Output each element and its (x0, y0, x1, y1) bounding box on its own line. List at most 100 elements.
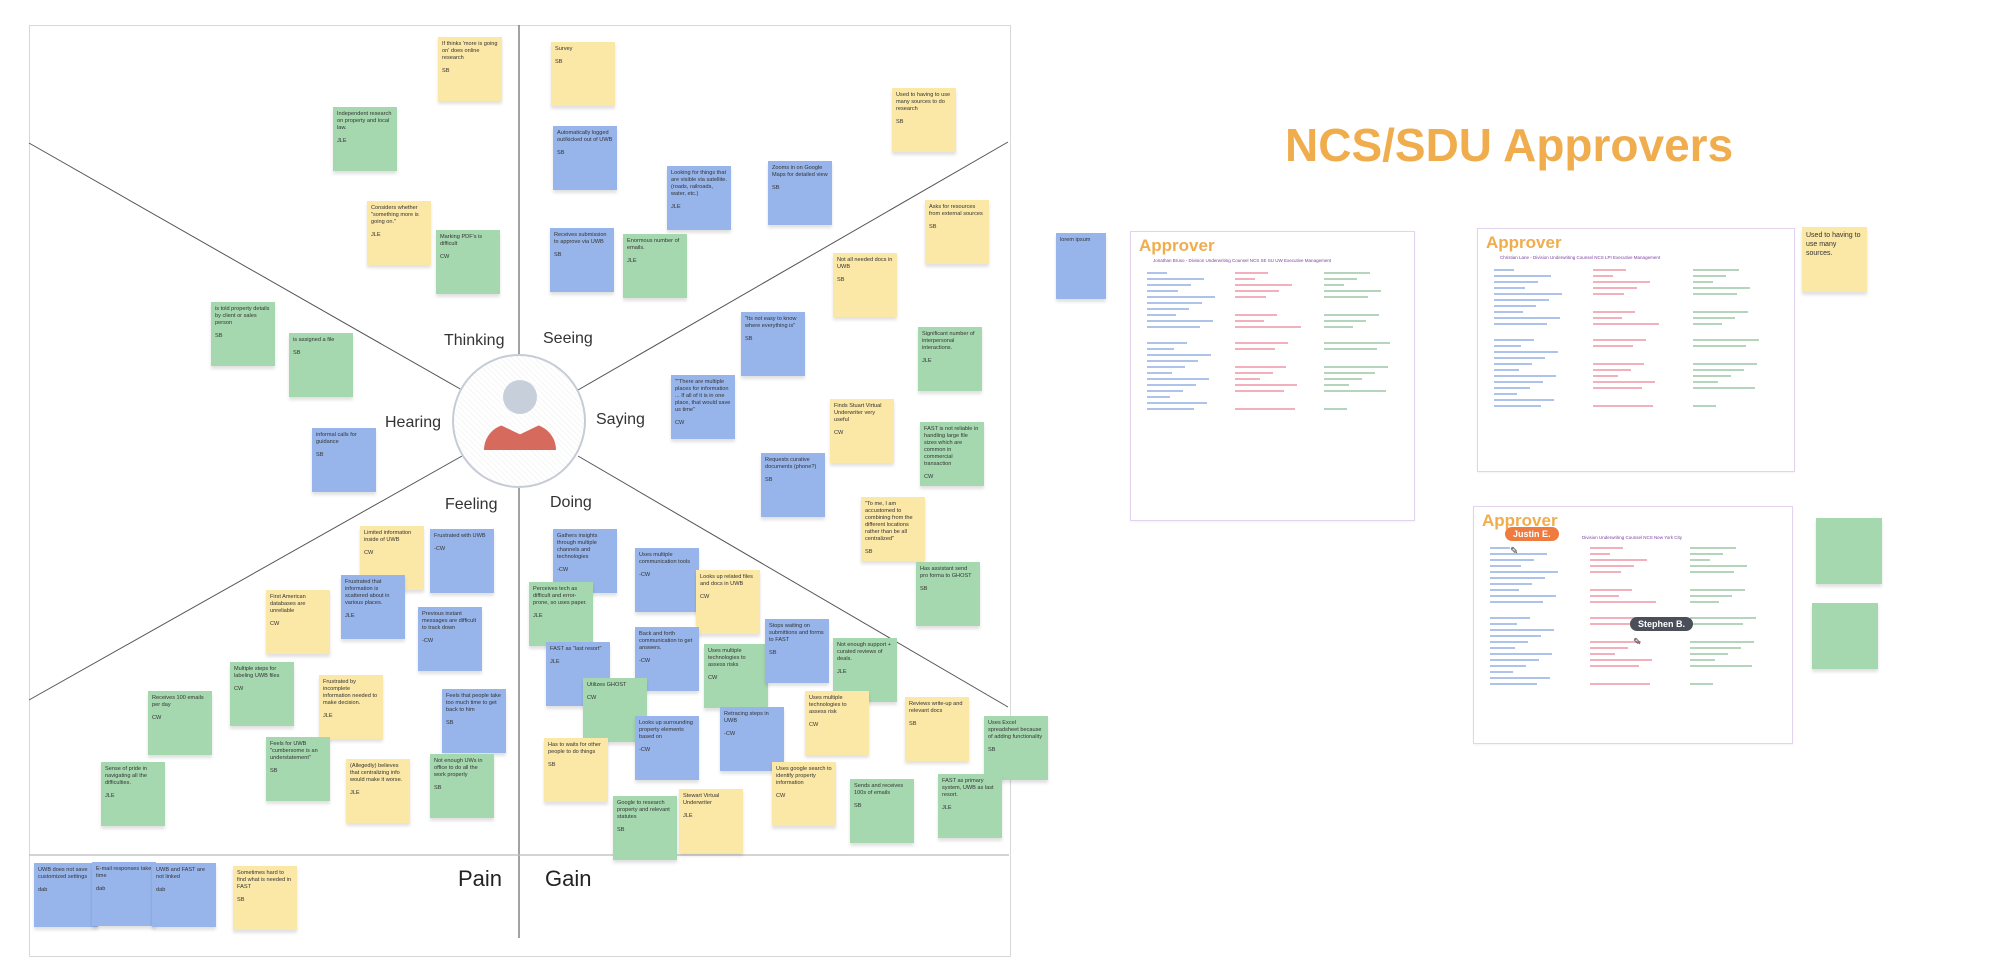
sticky-note[interactable]: is told property details by client or sa… (211, 302, 275, 366)
sticky-note[interactable]: Enormous number of emails.JLE (623, 234, 687, 298)
sticky-note[interactable]: Uses multiple technologies to assess ris… (805, 691, 869, 755)
card-text-line (1490, 629, 1554, 631)
card-text-line (1147, 348, 1174, 350)
sticky-note[interactable]: (Allegedly) believes that centralizing i… (346, 759, 410, 823)
sticky-note[interactable]: Requests curative documents (phone?)SB (761, 453, 825, 517)
sticky-note[interactable]: Looking for things that are visible via … (667, 166, 731, 230)
note-author: CW (924, 474, 934, 480)
card-heading: Approver (1486, 233, 1562, 252)
card-subtitle: Division Underwriting Counsel NCS New Yo… (1582, 535, 1683, 540)
note-text: Significant number of interpersonal inte… (922, 331, 975, 351)
note-text: Looking for things that are visible via … (671, 170, 727, 197)
sticky-note[interactable]: "Its not easy to know where everything i… (741, 312, 805, 376)
note-text: Used to having to use many sources. (1806, 232, 1861, 257)
sticky-note[interactable]: Retracing steps in UWB-CW (720, 707, 784, 771)
sticky-note[interactable]: Automatically logged out/kicked out of U… (553, 126, 617, 190)
sticky-note[interactable]: Perceives tech as difficult and error-pr… (529, 582, 593, 646)
sticky-note[interactable]: Has to waits for other people to do thin… (544, 738, 608, 802)
sticky-note[interactable]: Frustrated with UWB-CW (430, 529, 494, 593)
sticky-note[interactable]: Independent research on property and loc… (333, 107, 397, 171)
note-text: lorem ipsum (1060, 237, 1091, 243)
note-text: Uses google search to identify property … (776, 766, 832, 786)
sticky-note[interactable]: lorem ipsum (1056, 233, 1106, 299)
card-text-line (1494, 357, 1545, 359)
sticky-note[interactable]: Finds Stuart Virtual Underwriter very us… (830, 399, 894, 463)
sticky-note[interactable]: Uses Excel spreadsheet because of adding… (984, 716, 1048, 780)
card-text-line (1590, 653, 1615, 655)
sticky-note[interactable]: Google to research property and relevant… (613, 796, 677, 860)
sticky-note[interactable]: Sense of pride in navigating all the dif… (101, 762, 165, 826)
card-text-line (1147, 326, 1200, 328)
sticky-note[interactable]: Feels that people take too much time to … (442, 689, 506, 753)
card-text-line (1147, 320, 1213, 322)
sticky-note[interactable]: Previous instant messages are difficult … (418, 607, 482, 671)
sticky-note[interactable]: Frustrated that information is scattered… (341, 575, 405, 639)
sticky-note[interactable]: Stops waiting on submittions and forms t… (765, 619, 829, 683)
note-text: Utilizes GHOST (587, 682, 627, 688)
note-author: SB (854, 803, 862, 809)
sticky-note[interactable]: Frustrated by incomplete information nee… (319, 675, 383, 739)
sticky-note[interactable]: FAST as primary system, UWB as last reso… (938, 774, 1002, 838)
approver-card[interactable]: Approver Jonathan Bruso - Division Under… (1130, 231, 1415, 521)
sticky-note[interactable]: "To me, I am accustomed to combining fro… (861, 497, 925, 561)
sticky-note[interactable]: FAST is not reliable in handling large f… (920, 422, 984, 486)
sticky-note[interactable]: Used to having to use many sources to do… (892, 88, 956, 152)
card-text-line (1235, 290, 1280, 292)
note-text: Gathers insights through multiple channe… (557, 533, 598, 560)
note-author: SB (772, 185, 780, 191)
sticky-note-empty[interactable] (1812, 603, 1878, 669)
card-text-line (1494, 323, 1547, 325)
note-author: -CW (557, 567, 569, 573)
sticky-note[interactable]: Uses multiple technologies to assess ris… (704, 644, 768, 708)
card-text-line (1494, 311, 1523, 313)
sticky-note[interactable]: Not enough UWs in office to do all the w… (430, 754, 494, 818)
card-text-line (1692, 405, 1716, 407)
card-text-line (1490, 617, 1530, 619)
sticky-note[interactable]: Sometimes hard to find what is needed in… (233, 866, 297, 930)
note-text: Has assistant send pro forma to GHOST (920, 566, 972, 579)
sticky-note[interactable]: If thinks 'more is going on' does online… (438, 37, 502, 101)
sticky-note[interactable]: Uses google search to identify property … (772, 762, 836, 826)
note-text: FAST is not reliable in handling large f… (924, 426, 979, 467)
sticky-note[interactable]: Looks up surrounding property elements b… (635, 716, 699, 780)
card-text-line (1690, 623, 1743, 625)
sticky-note-empty[interactable] (1816, 518, 1882, 584)
sticky-note[interactable]: Significant number of interpersonal inte… (918, 327, 982, 391)
card-text-line (1494, 287, 1525, 289)
card-text-line (1147, 402, 1207, 404)
approver-card[interactable]: Approver Christian Lane - Division Under… (1477, 228, 1795, 472)
sticky-note[interactable]: Feels for UWB "cumbersome is an understa… (266, 737, 330, 801)
card-text-line (1494, 351, 1558, 353)
label-doing: Doing (550, 494, 592, 511)
sticky-note[interactable]: Considers whether "something more is goi… (367, 201, 431, 265)
note-text: Enormous number of emails. (627, 238, 680, 251)
sticky-note[interactable]: Uses multiple communication tools-CW (635, 548, 699, 612)
card-text-line (1490, 683, 1537, 685)
sticky-note[interactable]: Asks for resources from external sources… (925, 200, 989, 264)
sticky-note[interactable]: Zooms in on Google Maps for detailed vie… (768, 161, 832, 225)
note-author: CW (152, 715, 162, 721)
sticky-note[interactable]: ""There are multiple places for informat… (671, 375, 735, 439)
card-text-line (1690, 547, 1736, 549)
card-text-line (1692, 281, 1713, 283)
card-text-line (1593, 275, 1614, 277)
card-text-line (1147, 354, 1211, 356)
sticky-note[interactable]: Used to having to use many sources. (1802, 227, 1867, 292)
